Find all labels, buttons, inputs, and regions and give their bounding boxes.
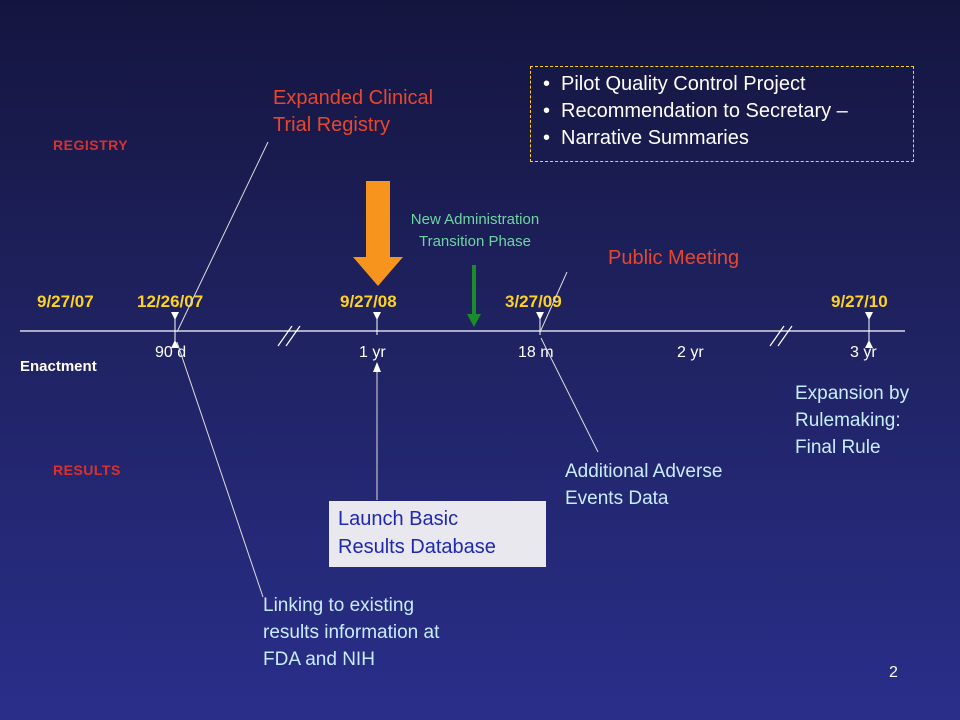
note-item-3: Narrative Summaries bbox=[543, 125, 913, 152]
rulemaking-line-1: Expansion by bbox=[795, 383, 910, 404]
registry-label: REGISTRY bbox=[53, 137, 129, 153]
tick-18m: 18 m bbox=[518, 344, 554, 361]
tick-mark-1yr bbox=[373, 312, 381, 335]
note-list: Pilot Quality Control Project Recommenda… bbox=[541, 71, 913, 152]
date-90d: 12/26/07 bbox=[137, 292, 204, 311]
date-1yr: 9/27/08 bbox=[340, 292, 397, 311]
page-number: 2 bbox=[889, 664, 898, 681]
linking-line-2: results information at bbox=[263, 622, 440, 643]
results-label: RESULTS bbox=[53, 462, 121, 478]
rulemaking-line-2: Rulemaking: bbox=[795, 410, 901, 431]
expanded-registry-line-1: Expanded Clinical bbox=[273, 87, 434, 109]
connector-adverse-events bbox=[540, 337, 599, 453]
launch-results-box: Launch Basic Results Database bbox=[329, 501, 546, 567]
connector-linking bbox=[176, 341, 264, 598]
note-item-2: Recommendation to Secretary – bbox=[543, 98, 913, 125]
expanded-registry-line-2: Trial Registry bbox=[273, 114, 391, 136]
adverse-events-line-1: Additional Adverse bbox=[565, 461, 723, 482]
date-enactment: 9/27/07 bbox=[37, 292, 94, 311]
tick-2yr: 2 yr bbox=[677, 344, 704, 361]
adverse-events-text: Additional Adverse Events Data bbox=[565, 458, 722, 512]
launch-line-1: Launch Basic bbox=[338, 508, 459, 530]
green-down-arrow bbox=[467, 265, 481, 327]
transition-phase-text: New Administration Transition Phase bbox=[380, 209, 570, 253]
connector-public-meeting bbox=[540, 271, 568, 331]
date-3yr: 9/27/10 bbox=[831, 292, 888, 311]
tick-mark-18m bbox=[536, 312, 544, 335]
tick-mark-3yr bbox=[865, 312, 873, 348]
tick-1yr: 1 yr bbox=[359, 344, 386, 361]
expanded-registry-text: Expanded Clinical Trial Registry bbox=[273, 85, 433, 139]
linking-line-3: FDA and NIH bbox=[263, 649, 375, 670]
axis-break-2 bbox=[769, 325, 793, 347]
note-box: Pilot Quality Control Project Recommenda… bbox=[530, 66, 914, 162]
adverse-events-line-2: Events Data bbox=[565, 488, 669, 509]
note-item-3-text: Narrative Summaries bbox=[561, 127, 749, 149]
linking-line-1: Linking to existing bbox=[263, 595, 415, 616]
connector-expanded-registry bbox=[176, 141, 269, 333]
connector-launch-arrowhead bbox=[373, 362, 381, 372]
linking-text: Linking to existing results information … bbox=[263, 592, 439, 673]
tick-mark-90d bbox=[171, 312, 179, 348]
tick-90d: 90 d bbox=[155, 344, 187, 361]
transition-line-1: New Administration bbox=[410, 211, 540, 228]
public-meeting-text: Public Meeting bbox=[608, 247, 740, 269]
orange-down-arrow bbox=[353, 181, 403, 286]
rulemaking-text: Expansion by Rulemaking: Final Rule bbox=[795, 380, 909, 461]
rulemaking-line-3: Final Rule bbox=[795, 437, 881, 458]
transition-line-2: Transition Phase bbox=[418, 233, 531, 250]
tick-3yr: 3 yr bbox=[850, 344, 877, 361]
date-18m: 3/27/09 bbox=[505, 292, 562, 311]
enactment-label: Enactment bbox=[20, 358, 97, 375]
note-item-1: Pilot Quality Control Project bbox=[543, 71, 913, 98]
axis-break-1 bbox=[277, 325, 301, 347]
launch-line-2: Results Database bbox=[338, 536, 496, 558]
